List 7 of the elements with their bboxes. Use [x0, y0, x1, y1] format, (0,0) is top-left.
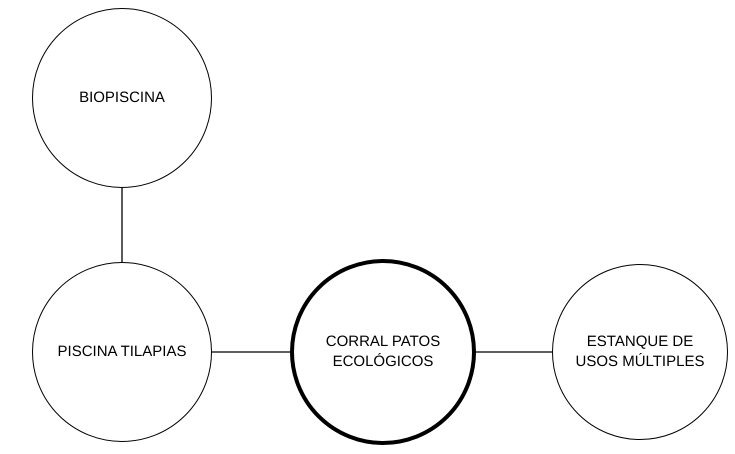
- node-label: ESTANQUE DE USOS MÚLTIPLES: [574, 332, 706, 372]
- node-label: BIOPISCINA: [79, 88, 165, 108]
- connector-line: [121, 188, 123, 262]
- connector-line: [476, 351, 552, 353]
- connector-line: [212, 351, 290, 353]
- node-label: CORRAL PATOS ECOLÓGICOS: [324, 332, 442, 372]
- node-label: PISCINA TILAPIAS: [58, 342, 186, 362]
